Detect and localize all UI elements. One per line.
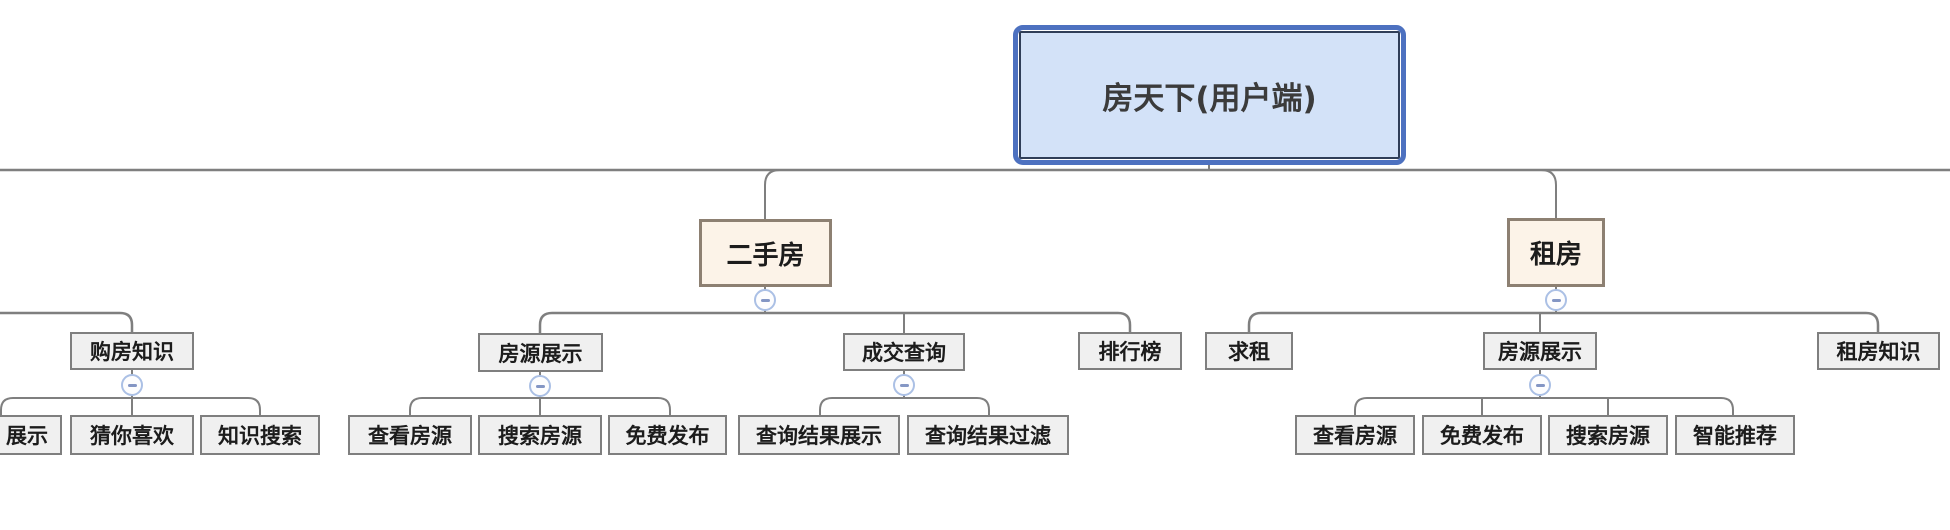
node-sousuo-fangyuan-2[interactable]: 搜索房源 [1548, 415, 1668, 455]
node-chakan-fangyuan-1[interactable]: 查看房源 [348, 415, 472, 455]
connector-goufangzhishi-leaf-rail [0, 397, 261, 415]
connector-ershoufang-rail [538, 311, 1132, 333]
node-cai-ni-xihuan[interactable]: 猜你喜欢 [70, 415, 194, 455]
collapse-button-ershoufang[interactable] [754, 289, 776, 311]
node-fangyuan-zhanshi-2[interactable]: 房源展示 [1483, 332, 1597, 370]
node-fangyuan-zhanshi-1[interactable]: 房源展示 [478, 333, 603, 372]
minus-icon [760, 298, 770, 302]
node-chaxun-jieguo-guolv[interactable]: 查询结果过滤 [907, 415, 1069, 455]
node-chaxun-jieguo-zhanshi[interactable]: 查询结果展示 [738, 415, 900, 455]
minus-icon [127, 383, 137, 387]
branch-node-zufang[interactable]: 租房 [1507, 218, 1605, 287]
minus-icon [899, 383, 909, 387]
node-zhineng-tuijian[interactable]: 智能推荐 [1675, 415, 1795, 455]
collapse-button-goufang-zhishi[interactable] [121, 374, 143, 396]
collapse-button-fangyuan-zhanshi-1[interactable] [529, 375, 551, 397]
connector-zufang-rail [1247, 311, 1880, 332]
connector-goufangzhishi-parent-rail [0, 311, 134, 332]
branch-node-ershoufang[interactable]: 二手房 [699, 219, 832, 287]
node-qiuzu[interactable]: 求租 [1205, 332, 1293, 370]
node-zhanshi-truncated[interactable]: 展示 [0, 415, 62, 455]
collapse-button-chengjiao-chaxun[interactable] [893, 374, 915, 396]
node-chengjiao-chaxun[interactable]: 成交查询 [843, 333, 965, 371]
connector-zufang-join [1540, 169, 1557, 218]
root-node-fangtianxia[interactable]: 房天下(用户端) [1013, 25, 1406, 165]
node-zufang-zhishi[interactable]: 租房知识 [1817, 332, 1940, 370]
node-sousuo-fangyuan-1[interactable]: 搜索房源 [478, 415, 602, 455]
node-chakan-fangyuan-2[interactable]: 查看房源 [1295, 415, 1415, 455]
root-node-label: 房天下(用户端) [1019, 31, 1400, 159]
node-paihangbang[interactable]: 排行榜 [1078, 332, 1182, 370]
connector-chengjiaochaxun-leaf-rail [819, 397, 990, 415]
minus-icon [1535, 383, 1545, 387]
node-mianfei-fabu-1[interactable]: 免费发布 [608, 415, 727, 455]
collapse-button-fangyuan-zhanshi-2[interactable] [1529, 374, 1551, 396]
minus-icon [535, 384, 545, 388]
minus-icon [1551, 298, 1561, 302]
collapse-button-zufang[interactable] [1545, 289, 1567, 311]
connector-ershoufang-join [764, 169, 781, 219]
node-goufang-zhishi[interactable]: 购房知识 [70, 332, 194, 370]
node-mianfei-fabu-2[interactable]: 免费发布 [1422, 415, 1542, 455]
node-zhishi-sousuo[interactable]: 知识搜索 [200, 415, 320, 455]
connector-fangyuanzhanshi2-leaf-rail [1354, 397, 1734, 415]
